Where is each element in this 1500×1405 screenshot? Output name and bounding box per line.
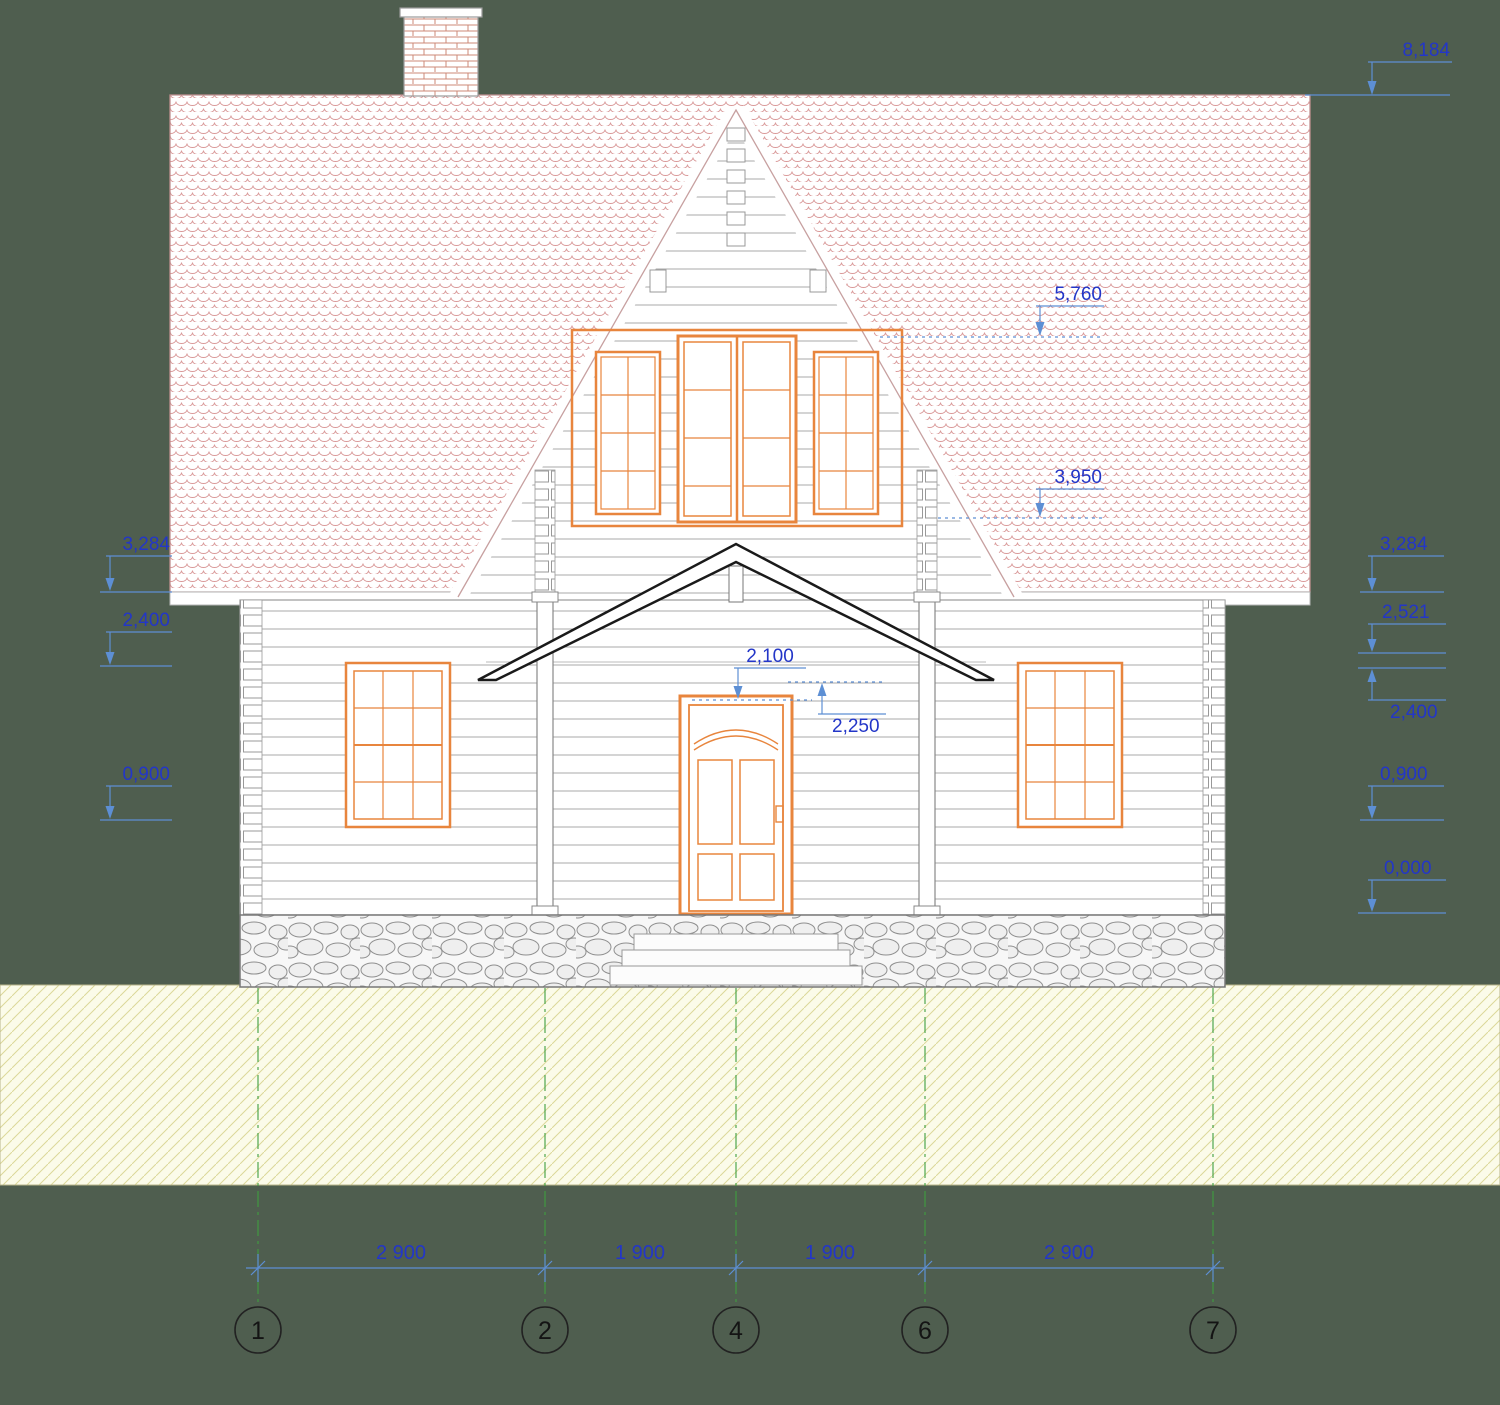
grid-bubble-4-label: 4 [729,1317,743,1345]
grid-bubble-1-label: 1 [251,1317,265,1345]
grid-bubbles: 1 2 4 6 7 [234,1306,1237,1354]
elevation-mark-0000-right: 0,000 [1358,858,1446,914]
elevation-mark-eave-left: 3,284 [100,534,172,593]
door-handle [775,805,784,823]
grid-bubble-6 [901,1306,949,1354]
window-left [344,661,452,829]
bottom-dimension-line: 2 900 1 900 1 900 2 900 [246,1242,1224,1282]
grid-bubble-1 [234,1306,282,1354]
dim-label-6-7: 2 900 [1044,1242,1094,1264]
elevation-value-2400-left: 2,400 [122,610,170,631]
elevation-mark-porch-clearance: 2,250 [788,681,886,737]
ground-section [0,984,1500,1186]
wall-corner-left [239,599,263,916]
wall-corner-right [1202,599,1226,916]
gable-window-group [570,328,904,528]
elevation-value-2100: 2,100 [746,646,794,667]
chimney [399,7,483,97]
window-right [1016,661,1124,829]
dim-label-1-2: 2 900 [376,1242,426,1264]
entrance-door [678,694,794,916]
dim-label-2-4: 1 900 [615,1242,665,1264]
porch-king-post [728,565,744,603]
elevation-mark-2400-right: 2,400 [1358,667,1446,723]
grid-bubble-2-label: 2 [538,1317,552,1345]
elevation-mark-0900-left: 0,900 [100,764,172,821]
elevation-mark-door-height: 2,100 [692,646,812,701]
grid-bubble-2 [521,1306,569,1354]
elevation-value-2400-right: 2,400 [1390,702,1438,723]
elevation-mark-2400-left: 2,400 [100,610,172,667]
gable-window-center [676,334,798,524]
elevation-mark-eave-right: 3,284 [1360,534,1444,593]
gable-corner-right [916,469,938,599]
grid-bubble-7-label: 7 [1206,1317,1220,1345]
first-floor-wall [239,599,1226,916]
elevation-value-eave-left: 3,284 [122,534,170,555]
elevation-mark-0900-right: 0,900 [1360,764,1444,821]
porch [477,542,995,916]
structural-grid-lines [257,988,1214,1307]
grid-bubble-6-label: 6 [918,1317,932,1345]
chimney-cap [399,7,483,18]
elevation-value-eave-right: 3,284 [1380,534,1428,555]
ridge-beam-ends [649,127,827,293]
gable-corner-left [534,469,556,599]
grid-bubble-4 [712,1306,760,1354]
gable-window-right [812,350,880,516]
elevation-value-0900-right: 0,900 [1380,764,1428,785]
elevation-value-0000-right: 0,000 [1384,858,1432,879]
elevation-mark-2521-right: 2,521 [1358,602,1446,654]
entrance-steps [609,933,863,986]
elevation-mark-ridge: 8,184 [1305,40,1452,96]
elevation-mark-gable-window-top: 5,760 [880,284,1104,338]
elevation-value-2521-right: 2,521 [1382,602,1430,623]
gable-window-left [594,350,662,516]
dim-label-4-6: 1 900 [805,1242,855,1264]
elevation-value-3950: 3,950 [1054,467,1102,488]
elevation-value-5760: 5,760 [1054,284,1102,305]
elevation-mark-gable-window-sill: 3,950 [938,467,1104,519]
elevation-value-ridge: 8,184 [1402,40,1450,61]
porch-roof [477,542,995,682]
elevation-value-2250: 2,250 [832,716,880,737]
elevation-value-0900-left: 0,900 [122,764,170,785]
grid-bubble-7 [1189,1306,1237,1354]
